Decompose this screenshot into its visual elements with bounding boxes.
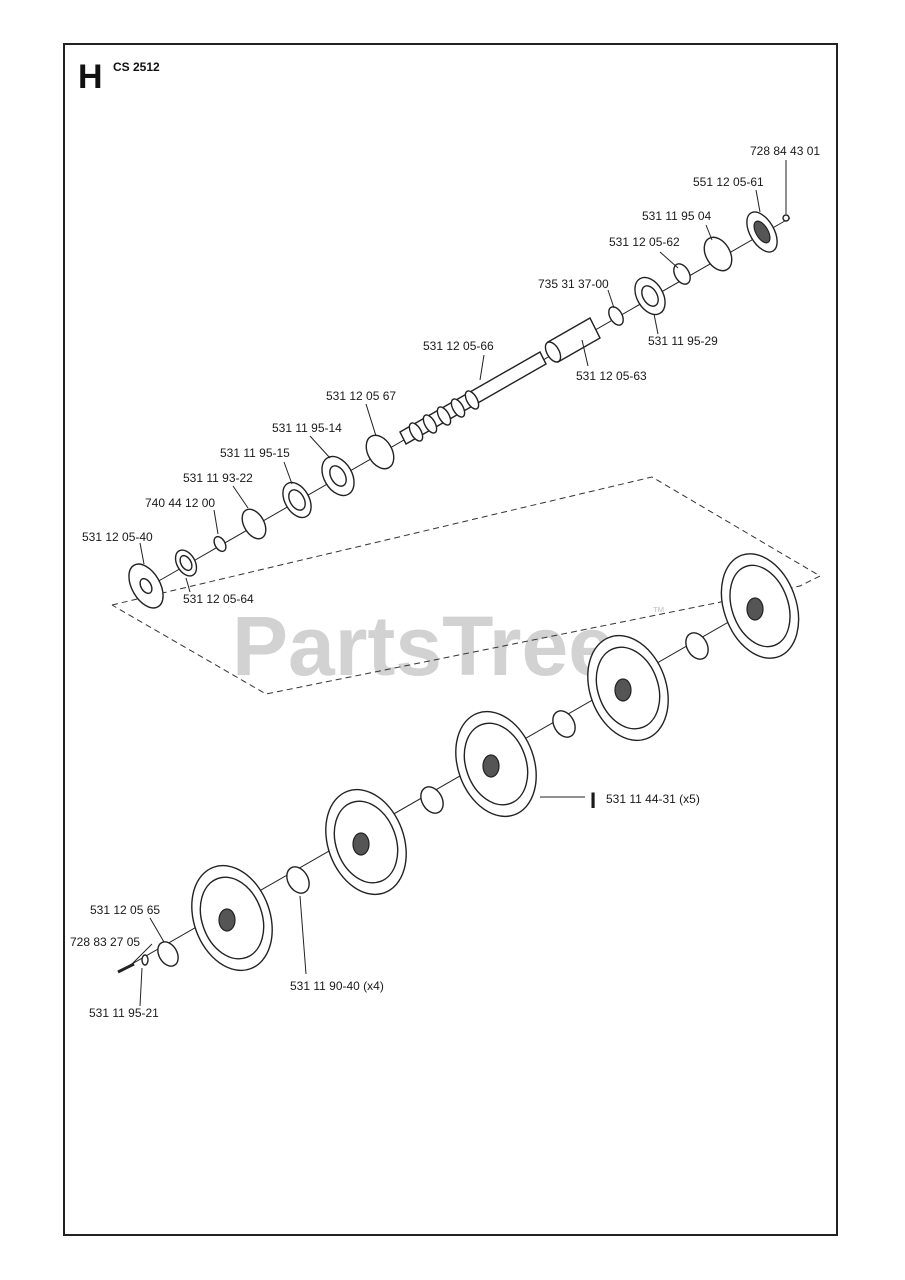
assembly-outline [111, 476, 822, 695]
watermark: PartsTree [232, 599, 615, 693]
bolt [117, 962, 135, 974]
shaft-ring [365, 434, 395, 470]
part-label-p16: 531 11 44-31 (x5) [606, 792, 700, 806]
section-letter: H [78, 58, 103, 96]
diagram-frame [63, 43, 838, 1236]
part-label-p03: 531 11 95 04 [642, 209, 712, 223]
bearing-middle [321, 455, 355, 497]
part-label-p17: 531 12 05 65 [90, 903, 160, 917]
watermark-trademark: ™ [652, 604, 665, 619]
part-label-p15: 531 12 05-64 [183, 592, 254, 606]
part-label-p06: 531 11 95-29 [648, 334, 718, 348]
bearing-top [634, 276, 666, 316]
part-label-p02: 551 12 05-61 [693, 175, 764, 189]
end-cap-large [746, 211, 778, 253]
sleeve-tube [544, 317, 601, 363]
part-label-p11: 531 11 95-15 [220, 446, 290, 460]
snap-ring-top [608, 306, 624, 326]
part-label-p18: 728 83 27 05 [70, 935, 140, 949]
end-washer-large [128, 563, 164, 609]
part-label-p07: 531 12 05-63 [576, 369, 647, 383]
wheel-5 [191, 864, 273, 972]
small-screw-top [782, 214, 790, 222]
model-number: CS 2512 [113, 60, 160, 74]
part-label-p05: 735 31 37-00 [538, 277, 609, 291]
spacer-1 [685, 632, 709, 660]
wheel-2 [587, 634, 669, 742]
group-marker: I [590, 788, 596, 813]
part-label-p12: 531 11 93-22 [183, 471, 253, 485]
o-ring-top [703, 236, 733, 272]
part-label-p04: 531 12 05-62 [609, 235, 680, 249]
part-label-p19: 531 11 90-40 (x4) [290, 979, 384, 993]
part-label-p14: 531 12 05-40 [82, 530, 153, 544]
part-label-p20: 531 11 95-21 [89, 1006, 159, 1020]
wheel-4 [325, 788, 407, 896]
part-label-p13: 740 44 12 00 [145, 496, 215, 510]
spacer-2 [552, 710, 576, 738]
bearing-small [174, 549, 198, 577]
end-nut [157, 941, 179, 967]
spacer-4 [286, 866, 310, 894]
spacer-small-top [673, 263, 691, 285]
part-label-p09: 531 12 05 67 [326, 389, 396, 403]
small-pin [141, 954, 149, 966]
small-washer [213, 535, 227, 553]
main-shaft [399, 351, 547, 445]
part-label-p01: 728 84 43 01 [750, 144, 820, 158]
part-label-p10: 531 11 95-14 [272, 421, 342, 435]
leader-lines [129, 160, 787, 1007]
part-label-p08: 531 12 05-66 [423, 339, 494, 353]
circlip [241, 508, 267, 540]
wheel-1 [720, 553, 800, 659]
spacer-3 [420, 786, 444, 814]
wheel-3 [455, 710, 537, 818]
seal-ring [282, 481, 312, 519]
